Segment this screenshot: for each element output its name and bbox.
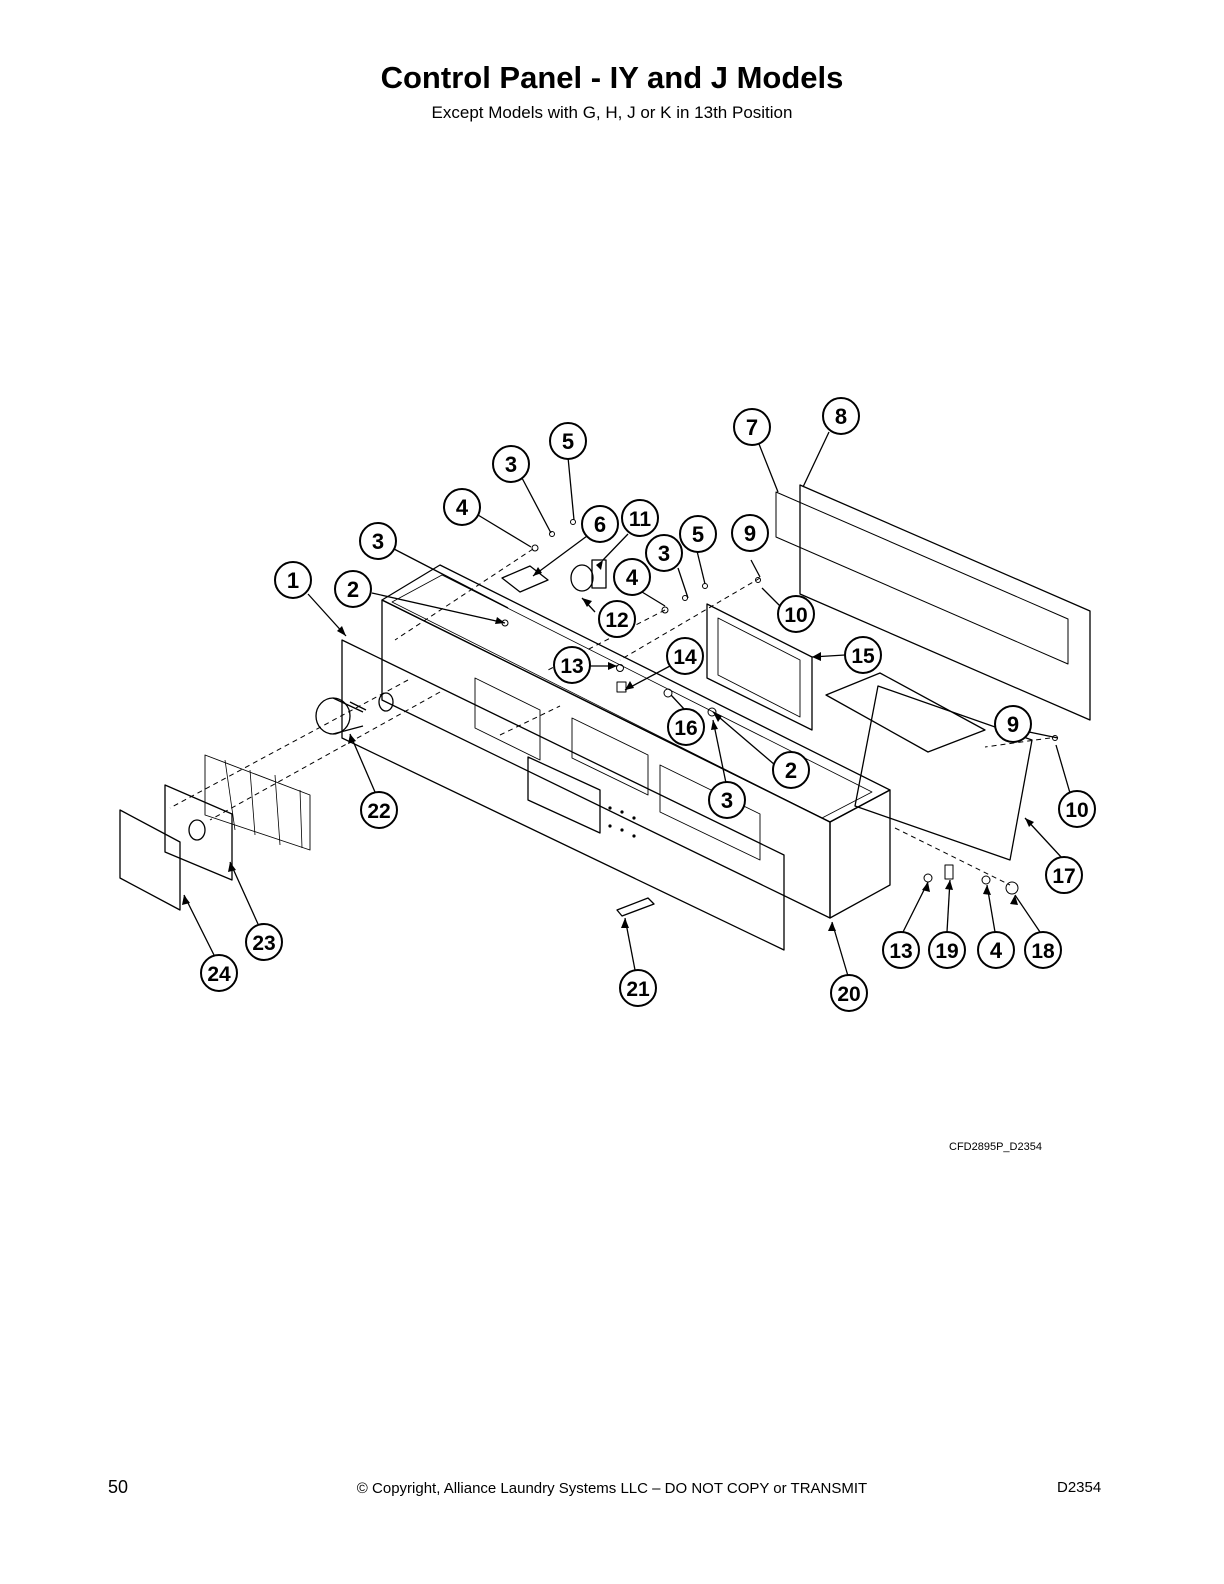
label-plate (501, 565, 549, 593)
svg-text:5: 5 (562, 429, 574, 454)
callout-22: 22 (360, 791, 398, 829)
svg-text:12: 12 (605, 609, 628, 632)
svg-text:4: 4 (990, 938, 1003, 963)
callout-3: 3 (492, 445, 530, 483)
callout-9: 9 (731, 514, 769, 552)
callout-10: 10 (777, 595, 815, 633)
keypad-dots (608, 806, 636, 838)
callout-2: 2 (334, 570, 372, 608)
svg-text:21: 21 (626, 978, 650, 1001)
svg-text:3: 3 (721, 788, 733, 813)
svg-text:16: 16 (674, 717, 697, 740)
callout-8: 8 (822, 397, 860, 435)
callout-4: 4 (613, 558, 651, 596)
callout-21: 21 (619, 969, 657, 1007)
callout-group: 1 2 3 4 5 3 3 4 5 6 7 8 9 10 11 12 13 14… (200, 397, 1096, 1012)
callout-9: 9 (994, 705, 1032, 743)
callout-13: 13 (882, 931, 920, 969)
callout-7: 7 (733, 408, 771, 446)
callout-23: 23 (245, 923, 283, 961)
page-number: 50 (108, 1477, 129, 1497)
svg-text:10: 10 (1065, 799, 1088, 822)
cover-plate-back (164, 784, 233, 881)
label-strip (616, 897, 655, 917)
front-display-window (527, 756, 601, 834)
lcd-display-frame (706, 603, 813, 731)
callout-12: 12 (598, 600, 636, 638)
drawing-code: CFD2895P_D2354 (949, 1141, 1042, 1153)
svg-text:2: 2 (785, 758, 797, 783)
svg-text:5: 5 (692, 522, 704, 547)
page-title: Control Panel - IY and J Models (380, 60, 844, 95)
svg-text:4: 4 (456, 495, 469, 520)
callout-5: 5 (679, 515, 717, 553)
svg-text:10: 10 (784, 604, 807, 627)
callout-3: 3 (645, 534, 683, 572)
callout-13: 13 (553, 646, 591, 684)
svg-text:22: 22 (367, 800, 390, 823)
callout-10: 10 (1058, 790, 1096, 828)
callout-14: 14 (666, 637, 704, 675)
svg-text:20: 20 (837, 983, 860, 1006)
svg-text:17: 17 (1052, 865, 1075, 888)
svg-text:18: 18 (1031, 940, 1055, 963)
cover-plate-front (119, 809, 181, 911)
svg-text:13: 13 (889, 940, 912, 963)
callout-17: 17 (1045, 856, 1083, 894)
svg-text:3: 3 (372, 529, 384, 554)
callout-3: 3 (708, 781, 746, 819)
overlay-strip (775, 491, 1069, 665)
svg-text:6: 6 (594, 512, 606, 537)
callout-18: 18 (1024, 931, 1062, 969)
callout-16: 16 (667, 708, 705, 746)
callout-2: 2 (772, 751, 810, 789)
circuit-board (854, 685, 1033, 861)
lcd-display-screen (717, 617, 801, 718)
callout-4: 4 (443, 488, 481, 526)
key-switch-assembly (204, 754, 311, 851)
svg-text:7: 7 (746, 415, 758, 440)
svg-text:3: 3 (505, 452, 517, 477)
svg-text:19: 19 (935, 940, 958, 963)
callout-1: 1 (274, 561, 312, 599)
callout-24: 24 (200, 954, 238, 992)
callout-20: 20 (830, 974, 868, 1012)
document-code: D2354 (1057, 1479, 1102, 1496)
svg-text:24: 24 (207, 963, 231, 986)
svg-text:14: 14 (673, 646, 697, 669)
svg-text:2: 2 (347, 577, 359, 602)
overlay-panel (799, 484, 1091, 721)
front-panel (341, 639, 785, 951)
callout-3: 3 (359, 522, 397, 560)
callout-11: 11 (621, 499, 659, 537)
callout-19: 19 (928, 931, 966, 969)
svg-text:9: 9 (1007, 712, 1019, 737)
page-subtitle: Except Models with G, H, J or K in 13th … (431, 103, 793, 122)
callout-4: 4 (977, 931, 1015, 969)
svg-text:15: 15 (851, 645, 875, 668)
svg-text:8: 8 (835, 404, 847, 429)
knob-hole (378, 692, 394, 712)
mounting-bracket (825, 672, 986, 753)
callout-5: 5 (549, 422, 587, 460)
callout-15: 15 (844, 636, 882, 674)
copyright-notice: © Copyright, Alliance Laundry Systems LL… (356, 1480, 868, 1497)
svg-text:13: 13 (560, 655, 583, 678)
svg-text:3: 3 (658, 541, 670, 566)
svg-text:4: 4 (626, 565, 639, 590)
svg-text:9: 9 (744, 521, 756, 546)
callout-6: 6 (581, 505, 619, 543)
control-panel-housing-side (829, 789, 891, 919)
svg-text:23: 23 (252, 932, 275, 955)
svg-text:11: 11 (629, 508, 652, 531)
svg-text:1: 1 (287, 568, 299, 593)
housing-inner-rim (391, 574, 873, 819)
